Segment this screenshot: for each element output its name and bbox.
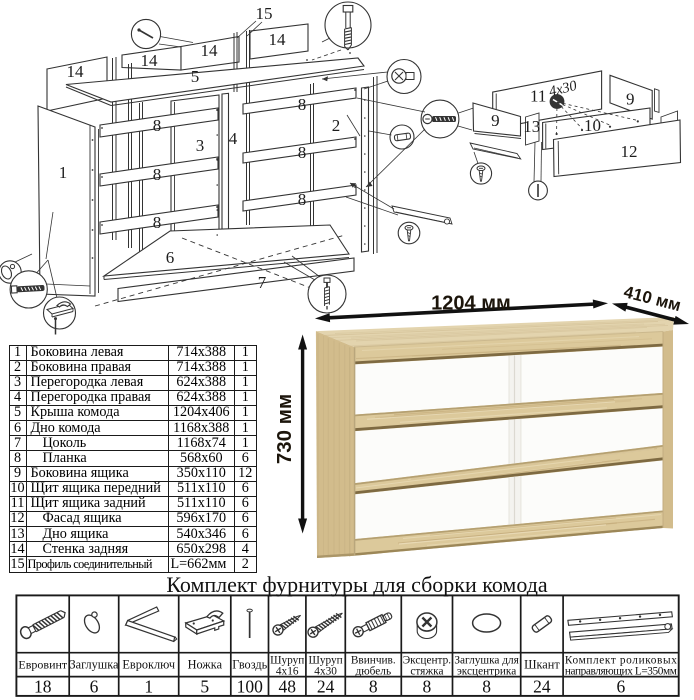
svg-text:стяжка: стяжка bbox=[410, 666, 443, 678]
svg-text:Гвоздь: Гвоздь bbox=[232, 658, 267, 672]
svg-text:8: 8 bbox=[298, 143, 307, 162]
svg-text:24: 24 bbox=[317, 676, 335, 696]
svg-text:13: 13 bbox=[523, 117, 540, 136]
svg-text:9: 9 bbox=[491, 111, 500, 130]
svg-text:4х30: 4х30 bbox=[314, 666, 337, 678]
svg-text:8: 8 bbox=[153, 165, 162, 184]
svg-text:Ввинчив.: Ввинчив. bbox=[351, 655, 396, 667]
svg-text:14: 14 bbox=[269, 30, 287, 49]
svg-text:1204 мм: 1204 мм bbox=[431, 293, 511, 315]
svg-text:730 мм: 730 мм bbox=[273, 394, 296, 464]
svg-text:6: 6 bbox=[617, 676, 626, 696]
svg-text:8: 8 bbox=[423, 676, 432, 696]
svg-text:Эксцентр.: Эксцентр. bbox=[403, 655, 452, 667]
svg-text:4х30: 4х30 bbox=[547, 78, 579, 101]
svg-text:48: 48 bbox=[278, 676, 296, 696]
svg-text:7: 7 bbox=[258, 273, 267, 292]
svg-text:6: 6 bbox=[90, 676, 99, 696]
svg-text:14: 14 bbox=[201, 41, 219, 60]
svg-text:14: 14 bbox=[141, 51, 159, 70]
svg-text:5: 5 bbox=[200, 676, 209, 696]
svg-text:11: 11 bbox=[530, 87, 546, 106]
svg-text:18: 18 bbox=[34, 676, 52, 696]
svg-text:8: 8 bbox=[153, 116, 162, 135]
svg-text:8: 8 bbox=[298, 190, 307, 209]
svg-text:дюбель: дюбель bbox=[356, 666, 392, 678]
svg-text:Шуруп: Шуруп bbox=[308, 655, 342, 667]
svg-text:8: 8 bbox=[369, 676, 378, 696]
svg-text:3: 3 bbox=[196, 136, 205, 155]
svg-text:1: 1 bbox=[144, 676, 153, 696]
svg-text:5: 5 bbox=[191, 67, 200, 86]
svg-text:Евроключ: Евроключ bbox=[122, 658, 175, 672]
svg-text:6: 6 bbox=[166, 248, 175, 267]
svg-text:2: 2 bbox=[332, 116, 341, 135]
svg-text:Шуруп: Шуруп bbox=[270, 655, 304, 667]
svg-text:направляющих L=350мм: направляющих L=350мм bbox=[565, 666, 677, 678]
svg-text:9: 9 bbox=[626, 90, 635, 109]
svg-text:4: 4 bbox=[229, 129, 238, 148]
svg-text:эксцентрика: эксцентрика bbox=[457, 666, 516, 678]
svg-text:8: 8 bbox=[298, 95, 307, 114]
svg-text:14: 14 bbox=[67, 62, 85, 81]
svg-text:Заглушка для: Заглушка для bbox=[454, 655, 518, 667]
svg-text:Евровинт: Евровинт bbox=[18, 658, 68, 672]
svg-text:10: 10 bbox=[584, 116, 601, 135]
svg-text:24: 24 bbox=[533, 676, 551, 696]
svg-text:Комплект роликовых: Комплект роликовых bbox=[565, 655, 677, 667]
svg-text:100: 100 bbox=[237, 676, 264, 696]
svg-text:Шкант: Шкант bbox=[524, 658, 560, 672]
svg-text:15: 15 bbox=[256, 4, 273, 23]
svg-text:4х16: 4х16 bbox=[276, 666, 299, 678]
svg-text:Заглушка: Заглушка bbox=[69, 658, 119, 672]
svg-text:1: 1 bbox=[59, 163, 68, 182]
svg-text:Ножка: Ножка bbox=[188, 658, 223, 672]
svg-text:12: 12 bbox=[621, 142, 638, 161]
svg-text:8: 8 bbox=[482, 676, 491, 696]
svg-text:8: 8 bbox=[153, 213, 162, 232]
